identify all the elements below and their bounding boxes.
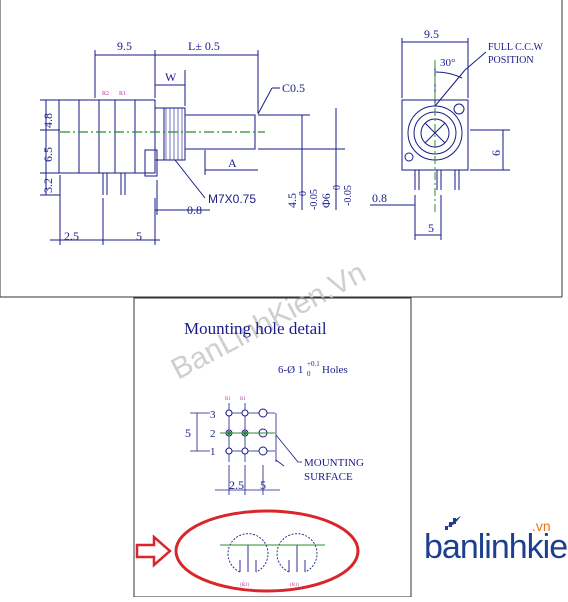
surface-label-2: SURFACE [304, 471, 353, 483]
dim-W: W [165, 70, 177, 84]
position-note-1: FULL C.C.W [488, 42, 543, 53]
front-view [370, 38, 510, 240]
dim-chamfer: C0.5 [282, 81, 305, 95]
dim-A: A [228, 156, 237, 170]
dim-L: L± 0.5 [188, 39, 220, 53]
dim-width-right: 9.5 [424, 27, 439, 41]
dim-0-8-right: 0.8 [372, 191, 387, 205]
dim-2-5: 2.5 [64, 229, 79, 243]
schematic-r1-label: (R1) [290, 583, 300, 588]
logo-text: banlinhkien [424, 528, 568, 566]
angle-label: 30° [440, 57, 455, 69]
dim-5-vert: 5 [185, 426, 191, 440]
logo-suffix: .vn [532, 518, 551, 534]
schematic-r1 [276, 533, 318, 573]
schematic-r2 [227, 533, 269, 573]
dim-3-2: 3.2 [41, 178, 55, 193]
holes-note: 6-Ø 1 [278, 364, 303, 376]
dim-shaft-2-tol: 0 [332, 185, 343, 190]
dim-2-5-mount: 2.5 [229, 478, 244, 492]
pin-2: 2 [210, 428, 216, 440]
dim-4-8: 4.8 [41, 113, 55, 128]
pin-1: 1 [210, 446, 216, 458]
pin-3: 3 [210, 409, 216, 421]
dim-shaft-1-tol: 0 [298, 191, 309, 196]
highlight-ellipse [174, 509, 360, 593]
holes-suffix: Holes [322, 364, 348, 376]
thread-spec: M7X0.75 [208, 192, 256, 206]
dim-shaft-1: 4.5 [285, 193, 299, 208]
label-R2: R2 [102, 91, 109, 97]
dim-shaft-2: Φ6 [319, 193, 333, 208]
dim-5-left: 5 [136, 229, 142, 243]
holes-tol2: 0 [307, 370, 311, 378]
grid-dot-1 [227, 431, 231, 435]
dim-shaft-2-tol-neg: -0.05 [343, 185, 354, 206]
holes-tol: +0.1 [307, 360, 320, 368]
dim-6-right: 6 [489, 150, 503, 156]
dim-shaft-1-tol-neg: -0.05 [309, 189, 320, 210]
logo-mark [445, 516, 461, 530]
dim-5-right: 5 [428, 221, 434, 235]
dim-5-mount: 5 [260, 478, 266, 492]
dim-0-8-left: 0.8 [187, 203, 202, 217]
top-frame [0, 0, 563, 298]
label-R1: R1 [119, 91, 126, 97]
position-note-2: POSITION [488, 55, 534, 66]
side-view [40, 50, 345, 245]
grid-r2: R1 [240, 397, 246, 402]
grid-r1: R1 [225, 397, 231, 402]
grid-dot-2 [243, 431, 247, 435]
schematic-r2-label: (R2) [240, 583, 250, 588]
mounting-title: Mounting hole detail [184, 319, 327, 338]
dim-width-left: 9.5 [117, 39, 132, 53]
dim-6-5: 6.5 [41, 147, 55, 162]
surface-label-1: MOUNTING [304, 457, 364, 469]
highlight-arrow [135, 534, 172, 568]
